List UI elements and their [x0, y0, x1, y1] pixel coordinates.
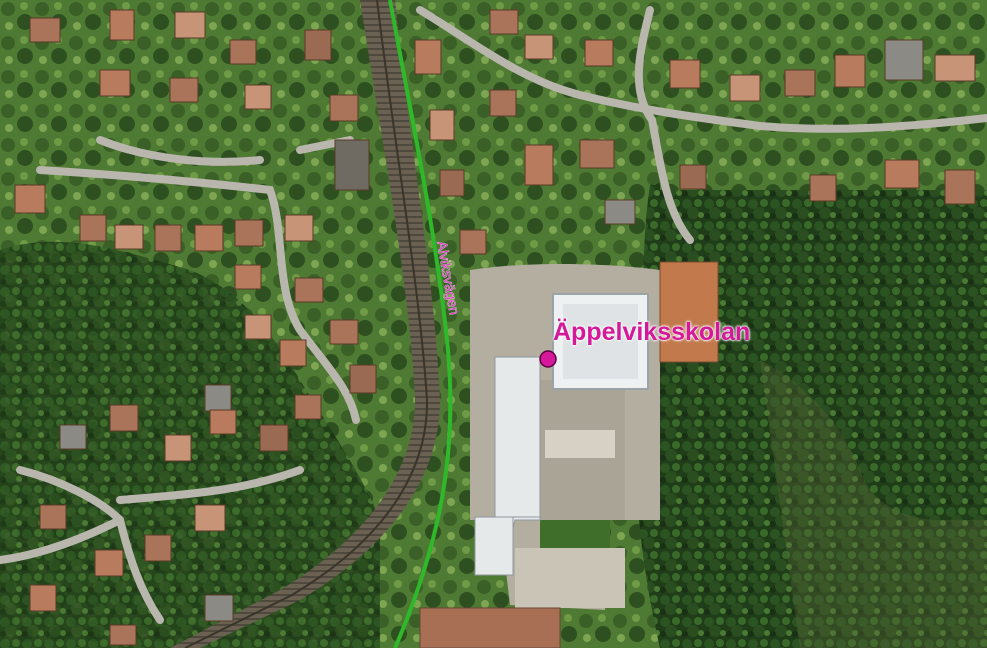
houses	[14, 9, 976, 646]
circle-marker-icon[interactable]	[539, 350, 557, 368]
poi-label[interactable]: Äppelviksskolan	[553, 318, 751, 346]
forest-east	[636, 175, 987, 648]
streets	[0, 6, 987, 624]
route-line	[388, 0, 453, 648]
